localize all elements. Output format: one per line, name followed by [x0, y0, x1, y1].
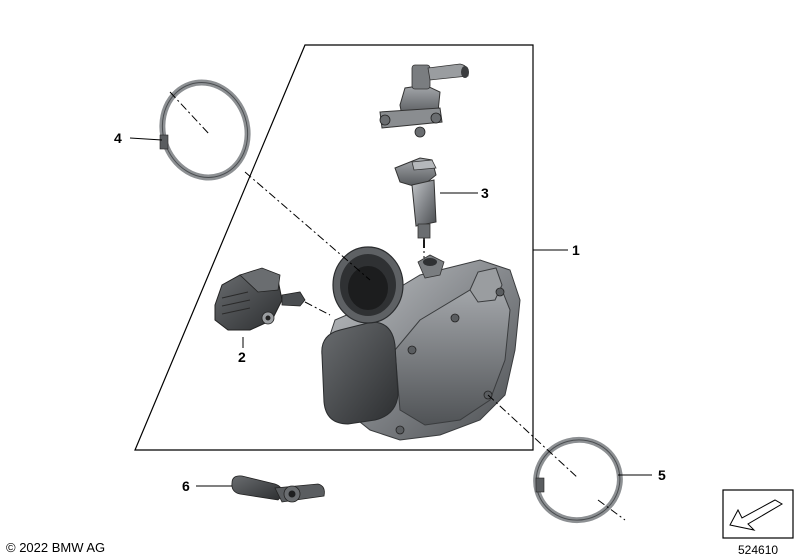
clamp-ring-lower	[533, 436, 623, 524]
hose	[231, 475, 325, 503]
callout-1: 1	[572, 242, 580, 258]
callout-3: 3	[481, 185, 489, 201]
leader-lines	[129, 137, 652, 487]
callout-5: 5	[658, 467, 666, 483]
assembly-outline	[134, 44, 534, 451]
clamp-ring-upper	[159, 79, 251, 181]
assembly-lines	[169, 91, 626, 521]
diagram-symbol	[722, 489, 794, 539]
copyright-text: © 2022 BMW AG	[6, 540, 106, 555]
throttle-body	[321, 246, 521, 441]
callout-4: 4	[114, 130, 122, 146]
callout-2: 2	[238, 349, 246, 365]
throttle-sensor	[214, 267, 306, 331]
diagram-number: 524610	[738, 543, 779, 557]
callout-6: 6	[182, 478, 190, 494]
hose-connector	[379, 63, 469, 138]
injector	[394, 157, 437, 248]
